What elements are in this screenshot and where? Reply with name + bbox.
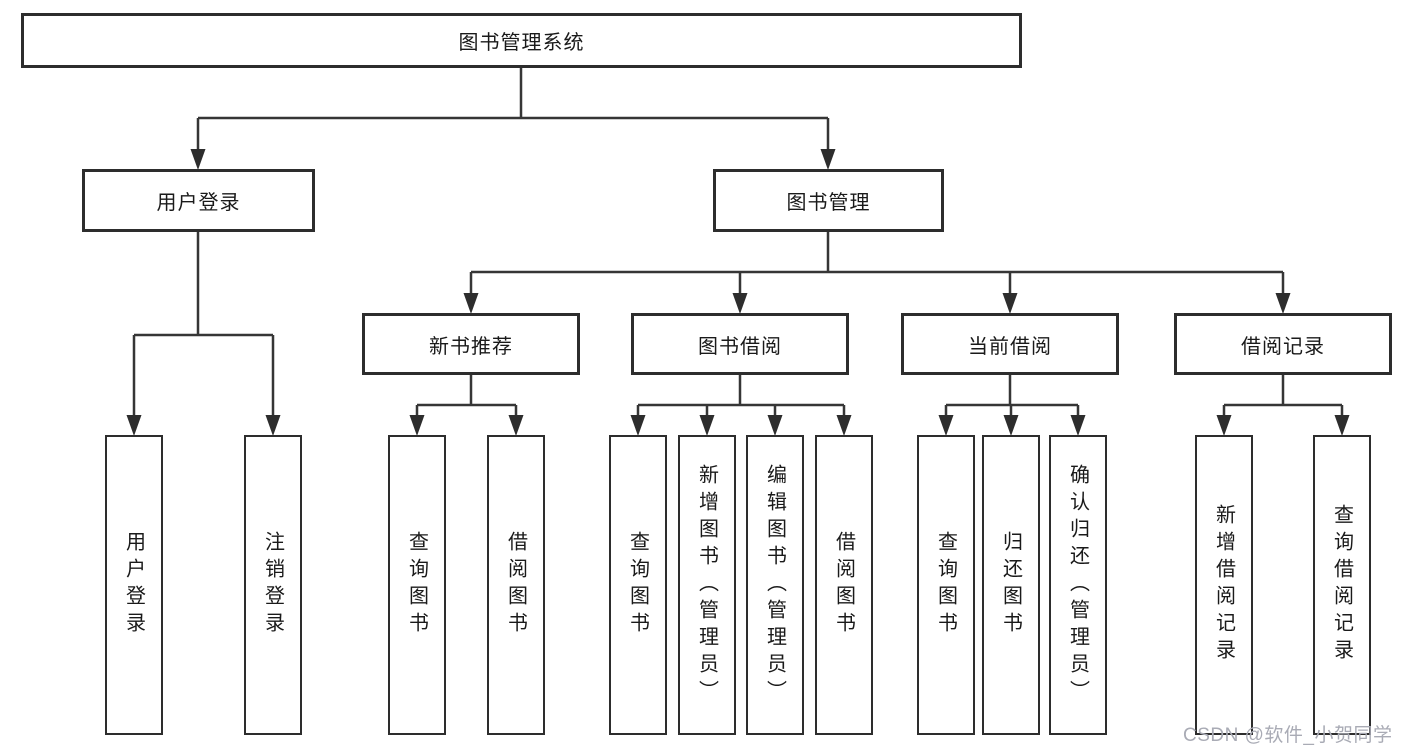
leaf-query-books-recommend: 查询图书	[388, 435, 446, 735]
leaf-borrow-books: 借阅图书	[815, 435, 873, 735]
node-book-management: 图书管理	[713, 169, 944, 232]
leaf-user-login: 用户登录	[105, 435, 163, 735]
arrowhead-icon	[190, 149, 836, 170]
connector-bookborrow-to-leaves	[636, 374, 846, 418]
connector-newbook-to-leaves	[415, 374, 518, 418]
node-book-borrow: 图书借阅	[631, 313, 849, 375]
arrowhead-icon	[938, 415, 1086, 436]
node-new-book-recommend: 新书推荐	[362, 313, 580, 375]
arrowhead-icon	[126, 415, 281, 436]
leaf-add-book-admin: 新增图书（管理员）	[678, 435, 736, 735]
leaf-edit-book-admin: 编辑图书（管理员）	[746, 435, 804, 735]
connector-bookmgmt-to-level3	[469, 232, 1285, 296]
arrowhead-icon	[630, 415, 852, 436]
connector-userlogin-to-leaves	[132, 232, 275, 418]
leaf-confirm-return-admin: 确认归还（管理员）	[1049, 435, 1107, 735]
node-borrow-records: 借阅记录	[1174, 313, 1392, 375]
arrowhead-icon	[409, 415, 524, 436]
node-current-borrow: 当前借阅	[901, 313, 1119, 375]
watermark-text: CSDN @软件_小贺同学	[1183, 725, 1393, 746]
node-user-login: 用户登录	[82, 169, 315, 232]
connector-borrowrecord-to-leaves	[1222, 374, 1344, 418]
leaf-add-borrow-record: 新增借阅记录	[1195, 435, 1253, 735]
arrowhead-icon	[1216, 415, 1350, 436]
connector-currentborrow-to-leaves	[944, 374, 1080, 418]
leaf-query-borrow-record: 查询借阅记录	[1313, 435, 1371, 735]
node-root: 图书管理系统	[21, 13, 1022, 68]
leaf-query-books-current: 查询图书	[917, 435, 975, 735]
leaf-borrow-books-recommend: 借阅图书	[487, 435, 545, 735]
leaf-logout: 注销登录	[244, 435, 302, 735]
leaf-query-books-borrow: 查询图书	[609, 435, 667, 735]
connector-root-to-level2	[196, 68, 830, 152]
arrowhead-icon	[463, 293, 1291, 314]
leaf-return-book: 归还图书	[982, 435, 1040, 735]
